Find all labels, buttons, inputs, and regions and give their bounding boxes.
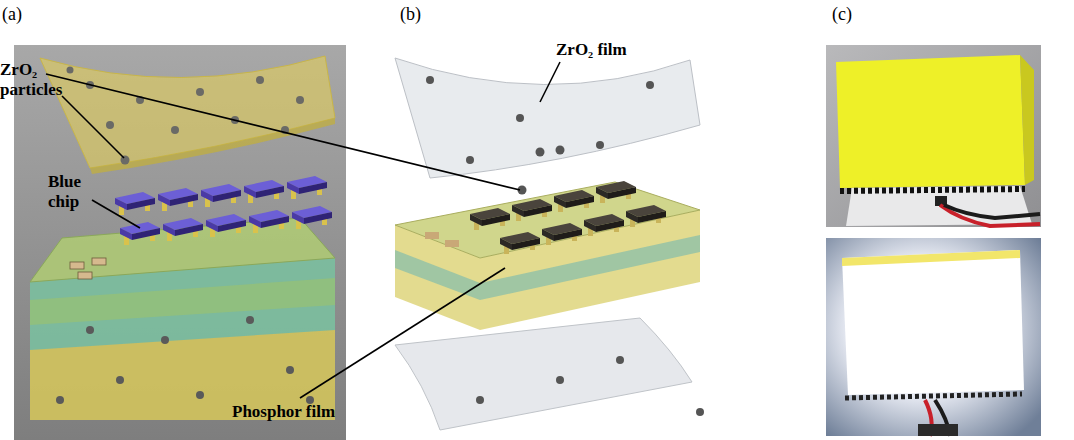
particle-group (476, 356, 704, 416)
panel-letter: (b) (400, 4, 460, 25)
panel-letter: (a) (2, 4, 62, 25)
lamp-top (842, 250, 1020, 266)
particle-group (56, 316, 314, 404)
chip-symbol (626, 205, 666, 227)
callout-label: Phosphor film (232, 402, 362, 422)
particle-group (426, 76, 654, 195)
chip-symbol (287, 176, 327, 199)
resistor-symbol (92, 258, 106, 265)
chip-symbol (554, 190, 594, 212)
circuit-layer (30, 278, 335, 325)
red-wire (940, 205, 1040, 226)
leader-line-group (46, 62, 560, 398)
led-strip (840, 189, 1025, 191)
board-top (395, 182, 700, 258)
phosphor-layer (30, 258, 335, 420)
chip-symbol (244, 180, 284, 203)
photo-background (826, 238, 1041, 436)
chip-symbol (206, 214, 246, 237)
chip-symbol (512, 199, 552, 221)
chip-symbol (584, 214, 624, 236)
chip-symbol (292, 206, 332, 229)
callout-label: ZrO₂ film (556, 40, 656, 60)
particle-group (67, 67, 305, 165)
chip-symbol (163, 218, 203, 241)
chip-symbol (120, 222, 160, 245)
resistor-symbol (425, 232, 439, 239)
photo-background (826, 45, 1041, 227)
chip-symbol (470, 208, 510, 230)
chip-symbol (542, 223, 582, 245)
resistor-symbol (70, 262, 84, 269)
resistor-symbol (445, 240, 459, 247)
panel-background (14, 45, 346, 440)
zro2-film (395, 58, 700, 178)
zro2-film (40, 56, 335, 168)
led-strip (845, 394, 1022, 398)
chip-symbol (201, 184, 241, 207)
panel-letter: (c) (832, 4, 892, 25)
lamp-side (1020, 55, 1034, 185)
chip-symbol (115, 192, 155, 215)
chip-symbol (500, 232, 540, 254)
resistor-symbol (78, 272, 92, 279)
black-wire (944, 205, 1040, 218)
chip-symbol (596, 181, 636, 203)
zro2-film (395, 318, 692, 430)
callout-label: Blue chip (48, 172, 96, 211)
chip-symbol (249, 210, 289, 233)
film-edge (90, 118, 335, 174)
power-lead (918, 424, 958, 436)
yellow-lamp (836, 55, 1025, 188)
chip-symbol (158, 188, 198, 211)
glowing-lamp (842, 250, 1024, 395)
callout-label: ZrO₂ particles (0, 60, 66, 99)
board-top (30, 218, 335, 282)
